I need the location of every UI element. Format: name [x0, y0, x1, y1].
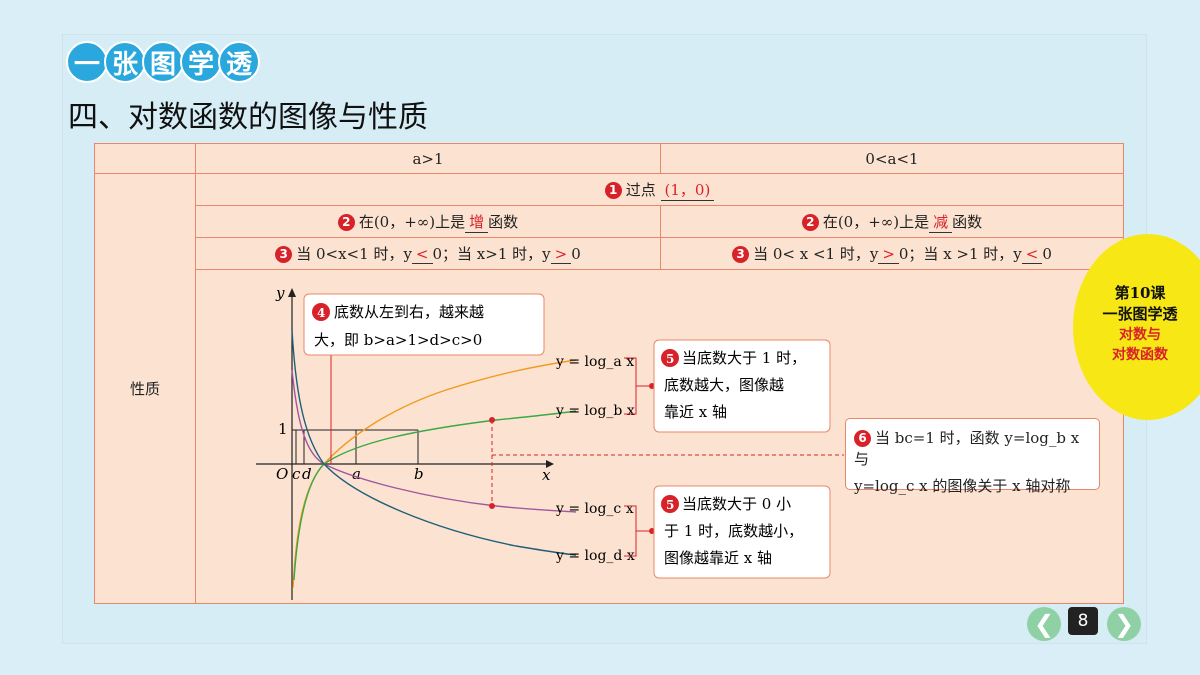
label-log-d: y = log_d x [555, 548, 635, 564]
log-graph: y x O c d a b 1 [256, 284, 844, 600]
note-5b-line3: 图像越靠近 x 轴 [664, 549, 772, 567]
banner-char: 图 [142, 41, 184, 83]
note-5b-box [653, 485, 831, 579]
lesson-number: 第10课 [1114, 284, 1166, 302]
note-5b-marker [661, 495, 679, 513]
row-label: 性质 [94, 173, 196, 604]
y-axis-label: y [275, 284, 285, 302]
note-6-marker: 6 [854, 430, 871, 447]
label-log-b: y = log_b x [555, 403, 635, 419]
note-5a-num: 5 [666, 352, 674, 366]
note-4-box [303, 293, 545, 356]
note-5a-line1: 当底数大于 1 时， [682, 349, 806, 367]
note-4-line1: 底数从左到右，越来越 [334, 303, 484, 321]
banner-char: 学 [180, 41, 222, 83]
x-axis-label: x [542, 466, 551, 484]
marker-1: 1 [604, 181, 622, 199]
curve-log-c [291, 369, 577, 513]
banner-char: 一 [66, 41, 108, 83]
origin-label: O [276, 465, 288, 483]
header-a-lt-1: 0<a<1 [660, 143, 1124, 174]
corner-cell [94, 143, 196, 174]
point-c [489, 503, 495, 509]
lesson-topic-1: 对数与 [1119, 327, 1161, 343]
label-log-c: y = log_c x [555, 501, 634, 517]
note-5a-line3: 靠近 x 轴 [664, 403, 727, 421]
label-log-a: y = log_a x [555, 354, 634, 370]
point-b [489, 417, 495, 423]
prev-page-button[interactable]: ❮ [1027, 607, 1061, 641]
a-label: a [352, 465, 361, 483]
note-4-num: 4 [317, 306, 325, 320]
note-5b-line1: 当底数大于 0 小 [682, 495, 791, 513]
header-a-gt-1: a>1 [195, 143, 661, 174]
note-6-line2: y=log_c x 的图像关于 x 轴对称 [854, 477, 1071, 495]
lesson-topic-2: 对数函数 [1112, 347, 1168, 363]
one-label: 1 [278, 420, 288, 438]
banner-char: 张 [104, 41, 146, 83]
lesson-series: 一张图学透 [1102, 305, 1178, 323]
page-number: 8 [1068, 607, 1098, 635]
note-4-line2: 大，即 b>a>1>d>c>0 [314, 331, 482, 349]
lesson-badge-text: 第10课 一张图学透 对数与 对数函数 [1080, 282, 1200, 364]
y-arrow [288, 288, 296, 297]
curve-log-d [291, 329, 577, 556]
note-5a-line2: 底数越大，图像越 [664, 376, 784, 394]
note-5b-line2: 于 1 时，底数越小， [664, 522, 803, 540]
note-5a-box [653, 339, 831, 433]
note-5a-marker [661, 349, 679, 367]
next-page-button[interactable]: ❯ [1107, 607, 1141, 641]
d-label: d [302, 465, 312, 483]
b-label: b [414, 465, 424, 483]
note-4-marker [312, 303, 330, 321]
x-arrow [546, 460, 554, 468]
banner: 一 张 图 学 透 [66, 41, 260, 83]
c-label: c [292, 465, 301, 483]
banner-char: 透 [218, 41, 260, 83]
note-6-line1: 当 bc=1 时，函数 y=log_b x 与 [854, 429, 1080, 468]
note-5b-num: 5 [666, 498, 674, 512]
curve-log-b [293, 410, 577, 581]
fixed-point: (1，0) [660, 179, 715, 201]
lesson-badge [1073, 234, 1200, 420]
page-title: 四、对数函数的图像与性质 [68, 100, 428, 135]
